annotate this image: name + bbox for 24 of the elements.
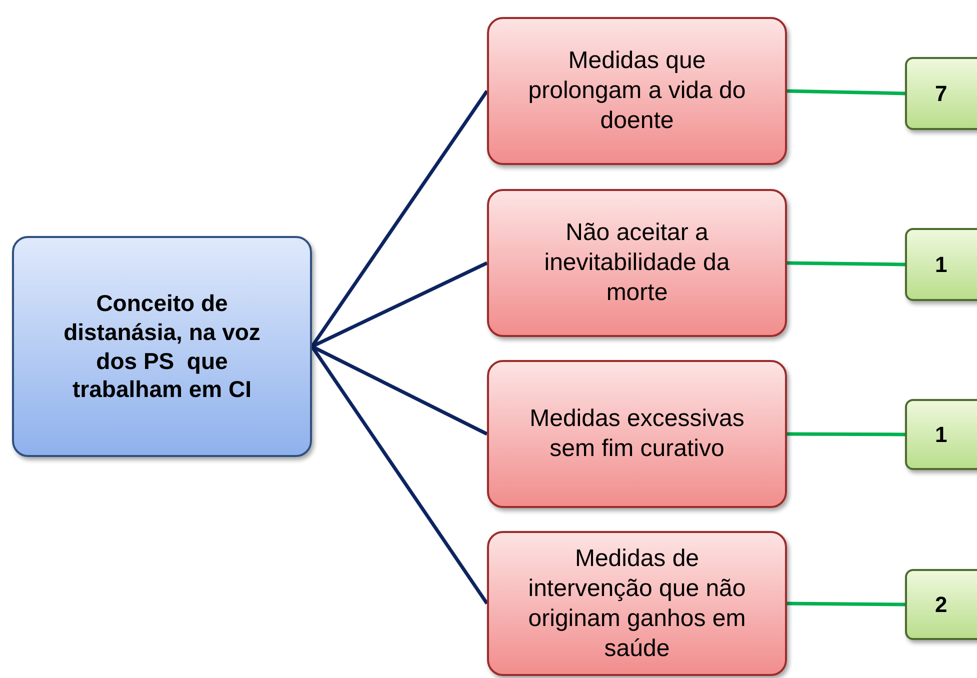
connector-line <box>786 89 906 96</box>
connector-line <box>310 90 488 348</box>
count-box <box>905 228 977 301</box>
node-text: Medidas excessivas sem fim curativo <box>528 404 746 464</box>
node-text: Medidas de intervenção que não originam ganhos em saúde <box>527 544 747 664</box>
node-text: Não aceitar a inevitabilidade da morte <box>543 218 731 308</box>
node-text: 2 <box>935 590 948 618</box>
category-box <box>487 17 787 165</box>
category-box <box>487 189 787 337</box>
count-box <box>905 57 977 130</box>
count-box <box>905 569 977 640</box>
node-text: 1 <box>935 250 948 278</box>
concept-box <box>12 236 312 457</box>
node-text: 7 <box>935 80 948 108</box>
node-text: 1 <box>935 420 948 448</box>
category-box <box>487 531 787 676</box>
node-text: Conceito de distanásia, na voz dos PS que trabalham em CI <box>62 289 262 404</box>
connector-line <box>787 432 905 436</box>
connector-line <box>310 346 488 604</box>
category-box <box>487 360 787 508</box>
count-box <box>905 399 977 470</box>
node-text: Medidas que prolongam a vida do doente <box>527 46 747 136</box>
connector-line <box>786 602 906 606</box>
connector-line <box>786 261 906 266</box>
